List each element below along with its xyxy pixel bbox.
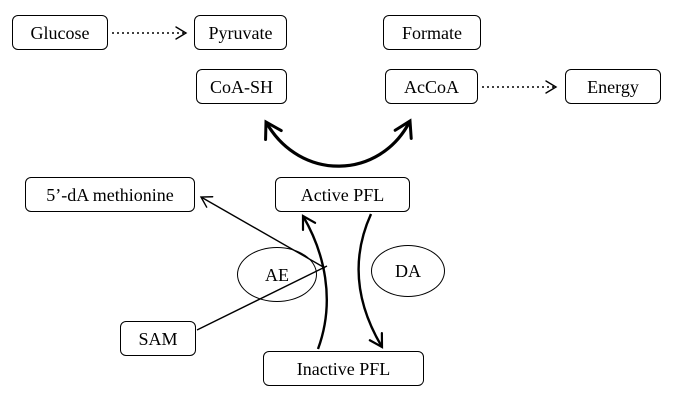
node-accoa: AcCoA: [385, 69, 478, 104]
node-formate-label: Formate: [402, 22, 462, 43]
node-ae-ellipse: AE: [237, 247, 317, 302]
arrow-inactivepfl-to-activepfl: [301, 214, 328, 350]
node-energy-label: Energy: [587, 76, 639, 97]
node-inactive-pfl: Inactive PFL: [263, 351, 424, 386]
node-coash-label: CoA-SH: [209, 76, 273, 97]
node-inactive-pfl-label: Inactive PFL: [296, 358, 391, 379]
node-active-pfl-label: Active PFL: [300, 184, 385, 205]
arrow-activepfl-to-products: [264, 118, 413, 168]
node-glucose-label: Glucose: [30, 22, 90, 43]
node-ae-label: AE: [265, 264, 289, 285]
node-pyruvate-label: Pyruvate: [208, 22, 273, 43]
node-sam: SAM: [120, 321, 196, 356]
node-formate: Formate: [383, 15, 481, 50]
node-da-methionine-label: 5’-dA methionine: [46, 184, 174, 205]
node-active-pfl: Active PFL: [275, 177, 410, 212]
node-sam-label: SAM: [138, 328, 178, 349]
node-pyruvate: Pyruvate: [194, 15, 287, 50]
node-da-label: DA: [395, 261, 421, 281]
node-energy: Energy: [565, 69, 661, 104]
node-da-ellipse: DA: [371, 245, 445, 297]
node-da-methionine: 5’-dA methionine: [25, 177, 195, 212]
node-accoa-label: AcCoA: [404, 76, 459, 97]
arrow-activepfl-to-inactivepfl: [357, 213, 384, 349]
node-glucose: Glucose: [12, 15, 108, 50]
node-coash: CoA-SH: [196, 69, 287, 104]
